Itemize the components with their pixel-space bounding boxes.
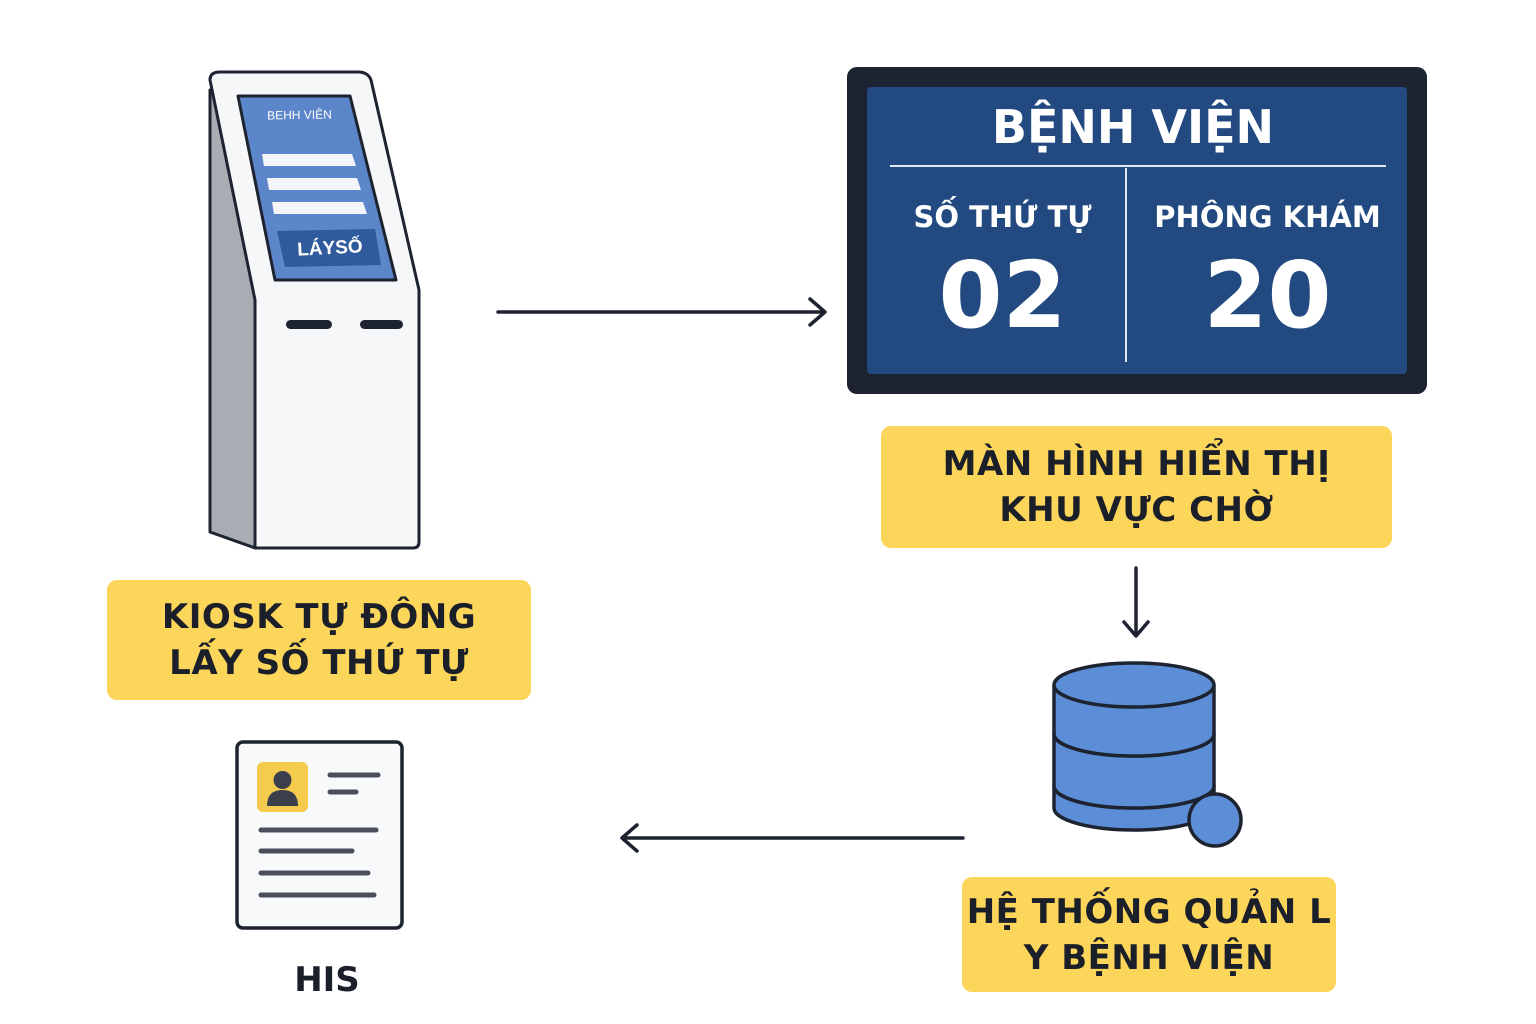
kiosk-ticket-slot-1 (286, 320, 332, 329)
database-icon (1052, 661, 1243, 848)
display-caption: MÀN HÌNH HIỂN THỊ KHU VỰC CHỜ (881, 426, 1392, 548)
waiting-area-monitor (847, 67, 1427, 394)
kiosk-input-bar-2 (267, 178, 361, 190)
arrow-display-to-database (1122, 566, 1150, 638)
kiosk-ticket-slot-2 (360, 320, 403, 329)
monitor-clinic-value: 20 (1203, 242, 1332, 349)
kiosk-get-number-button (277, 229, 381, 267)
monitor-queue-number-value: 02 (938, 242, 1067, 349)
monitor-queue-number-header: SỐ THỨ TỰ (913, 200, 1092, 234)
his-document-icon (235, 740, 404, 930)
arrow-system-to-his (620, 823, 965, 853)
display-caption-line-1: MÀN HÌNH HIỂN THỊ (942, 444, 1331, 484)
kiosk-input-bar-1 (262, 154, 356, 166)
kiosk-caption: KIOSK TỰ ĐÔNG LẤY SỐ THỨ TỰ (107, 580, 531, 700)
arrow-kiosk-to-display (496, 297, 827, 327)
kiosk-illustration (208, 70, 421, 550)
system-caption: HỆ THỐNG QUẢN L Y BỆNH VIỆN (962, 877, 1336, 992)
kiosk-caption-line-2: LẤY SỐ THỨ TỰ (169, 643, 469, 683)
system-caption-line-1: HỆ THỐNG QUẢN L (966, 891, 1332, 932)
monitor-clinic-header: PHÔNG KHÁM (1154, 200, 1381, 234)
monitor-title: BỆNH VIỆN (991, 100, 1275, 154)
kiosk-screen-title: BEHH VIÊN (267, 107, 332, 123)
system-caption-line-2: Y BỆNH VIỆN (1023, 937, 1275, 978)
monitor-screen (867, 87, 1407, 374)
his-label: HIS (294, 960, 360, 1000)
kiosk-caption-line-1: KIOSK TỰ ĐÔNG (161, 597, 477, 637)
kiosk-input-bar-3 (272, 202, 367, 214)
display-caption-line-2: KHU VỰC CHỜ (999, 490, 1274, 530)
database-badge-icon (1187, 792, 1243, 848)
